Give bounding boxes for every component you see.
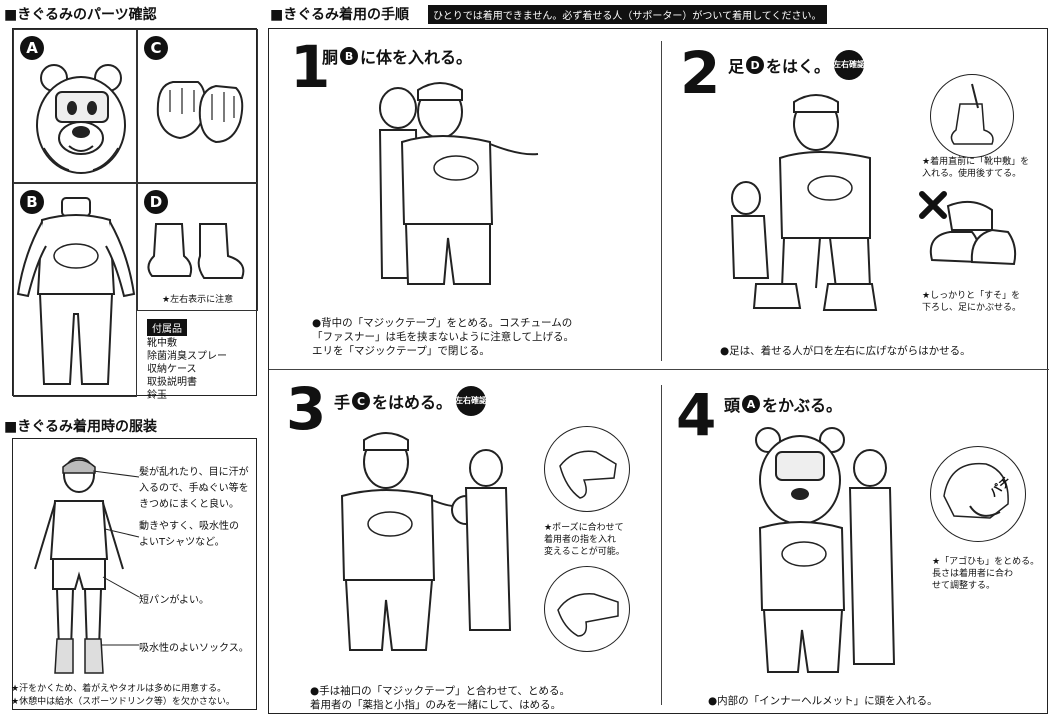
step-3-hand-bottom-illustration xyxy=(557,593,619,637)
accessory-item: 除菌消臭スプレー xyxy=(147,351,227,362)
step-3-illustration xyxy=(340,432,512,651)
step-2-number: 2 xyxy=(680,39,721,107)
step-1-part-badge: B xyxy=(340,47,359,65)
part-d-label: D xyxy=(144,190,168,214)
step-2-title: 足 D をはく。 左右確認 xyxy=(728,50,865,80)
callout-socks: 吸水性のよいソックス。 xyxy=(139,643,249,654)
step-2-note-top: ★着用直前に「靴中敷」を 入れる。使用後すてる。 xyxy=(922,157,1030,179)
parts-panel: A C B xyxy=(12,28,258,401)
accessory-item: 収納ケース xyxy=(147,364,197,375)
part-d-cell: D ★左右表示に注意 xyxy=(137,183,258,311)
step-3-number: 3 xyxy=(286,375,327,443)
step-4-title: 頭 A をかぶる。 xyxy=(724,395,843,415)
part-c-cell: C xyxy=(137,29,258,183)
warning-banner: ひとりでは着用できません。必ず着せる人（サポーター）がついて着用してください。 xyxy=(428,5,827,24)
callout-headband: 髪が乱れたり、目に汗が 入るので、手ぬぐい等を きつめにまくと良い。 xyxy=(139,467,249,510)
step-3-caption: ●手は袖口の「マジックテープ」と合わせて、とめる。 着用者の「薬指と小指」のみを… xyxy=(310,685,571,711)
step-4-note: ★「アゴひも」をとめる。 長さは着用者に合わ せて調整する。 xyxy=(932,557,1040,591)
part-a-cell: A xyxy=(13,29,137,183)
horizontal-divider xyxy=(269,369,1049,370)
body-suit-illustration xyxy=(16,197,136,385)
part-c-label: C xyxy=(144,36,168,60)
bear-head-illustration xyxy=(36,64,126,174)
procedure-section-title: ■きぐるみ着用の手順 xyxy=(270,7,409,23)
step-2-lr-check-badge: 左右確認 xyxy=(833,50,865,80)
step-2-wrong-feet-illustration xyxy=(929,200,1017,266)
step-3-title: 手 C をはめる。 左右確認 xyxy=(334,386,487,416)
gloves-illustration xyxy=(156,81,244,144)
step-2-illustration xyxy=(730,94,878,311)
callout-tshirt: 動きやすく、吸水性の よいTシャツなど。 xyxy=(139,521,239,548)
vertical-divider xyxy=(661,41,662,361)
step-1-title: 胴 B に体を入れる。 xyxy=(322,47,473,67)
clothing-panel: 髪が乱れたり、目に汗が 入るので、手ぬぐい等を きつめにまくと良い。 動きやすく… xyxy=(11,438,257,710)
step-2-note-bottom: ★しっかりと「すそ」を 下ろし、足にかぶせる。 xyxy=(922,291,1022,313)
clothing-footer: ★汗をかくため、着がえやタオルは多めに用意する。 ★休憩中は給水（スポーツドリン… xyxy=(11,684,235,707)
step-3-part-badge: C xyxy=(352,392,371,410)
feet-illustration xyxy=(147,223,245,279)
step-4-illustration xyxy=(755,427,896,673)
part-b-label: B xyxy=(20,190,44,214)
step-4-caption: ●内部の「インナーヘルメット」に頭を入れる。 xyxy=(708,695,938,707)
person-clothing-illustration xyxy=(34,457,140,674)
step-2-part-badge: D xyxy=(746,56,765,74)
step-4-part-badge: A xyxy=(742,395,761,413)
vertical-divider xyxy=(661,385,662,705)
step-4-number: 4 xyxy=(676,381,717,449)
step-2-insole-illustration xyxy=(950,83,994,145)
accessories-list: 靴中敷 除菌消臭スプレー 収納ケース 取扱説明書 鈴玉 xyxy=(147,337,227,402)
step-1-caption: ●背中の「マジックテープ」をとめる。コスチュームの 「ファスナー」は毛を挟まない… xyxy=(312,317,574,357)
step-4-chinstrap-illustration xyxy=(943,462,1009,519)
part-a-label: A xyxy=(20,36,44,60)
clothing-section-title: ■きぐるみ着用時の服装 xyxy=(4,419,157,435)
accessory-item: 靴中敷 xyxy=(147,338,177,349)
step-2-caption: ●足は、着せる人が口を左右に広げながらはかせる。 xyxy=(720,345,971,357)
wrong-mark-icon xyxy=(919,191,947,219)
procedure-panel xyxy=(268,28,1049,714)
step-3-lr-check-badge: 左右確認 xyxy=(455,386,487,416)
callout-shorts: 短パンがよい。 xyxy=(139,595,209,606)
step-3-hand-top-illustration xyxy=(559,450,617,499)
part-b-cell: B xyxy=(13,183,137,397)
parts-section-title: ■きぐるみのパーツ確認 xyxy=(4,7,157,23)
accessories-title: 付属品 xyxy=(147,319,187,336)
step-1-illustration xyxy=(378,82,539,285)
step-3-note: ★ポーズに合わせて 着用者の指を入れ 変えることが可能。 xyxy=(544,523,625,557)
accessory-item: 取扱説明書 xyxy=(147,377,197,388)
step-1-number: 1 xyxy=(290,33,331,101)
accessory-item: 鈴玉 xyxy=(147,390,167,401)
lr-note: ★左右表示に注意 xyxy=(162,295,234,305)
